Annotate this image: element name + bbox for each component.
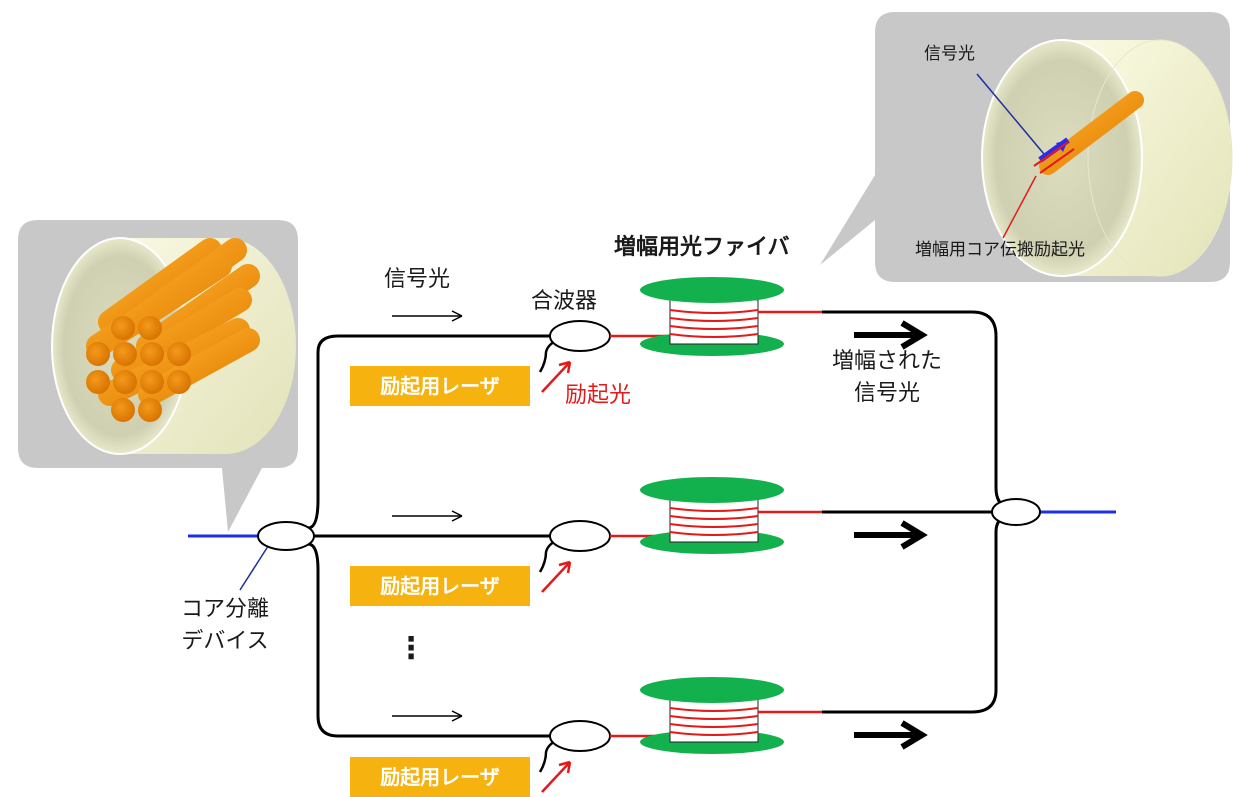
pump-laser-2: 励起用レーザ: [350, 566, 530, 606]
amplifying-fiber-title: 増幅用光ファイバ: [614, 235, 790, 260]
wave-combiner-2: [549, 520, 611, 552]
core-separation-label-line2: デバイス: [181, 629, 269, 654]
core-separation-device: [257, 521, 315, 551]
device-pointer-line: [239, 539, 273, 591]
amplified-signal-label-line1: 増幅された: [831, 349, 942, 374]
pump-laser-n: 励起用レーザ: [350, 757, 530, 797]
branch-2: [392, 477, 928, 593]
signal-light-label: 信号光: [384, 267, 451, 292]
multicore-rods: [86, 238, 260, 422]
branch-n: [392, 677, 928, 793]
wave-combiner-1: [549, 320, 611, 352]
branch-1: [392, 277, 928, 393]
core-inset-callout: [820, 12, 1233, 282]
inset-pump-label: 増幅用コア伝搬励起光: [915, 240, 1085, 260]
pump-laser-1: 励起用レーザ: [350, 366, 530, 406]
multicore-fiber-callout: [18, 220, 298, 532]
amplified-signal-label-line2: 信号光: [853, 381, 920, 406]
wave-combiner-n: [549, 720, 611, 752]
inset-signal-label: 信号光: [924, 44, 975, 64]
combiner-label: 合波器: [531, 289, 598, 314]
pump-light-label: 励起光: [565, 383, 632, 408]
more-branches-ellipsis: ⋮: [396, 631, 426, 666]
output-combiner: [991, 498, 1041, 526]
branch-paths: [307, 310, 1009, 738]
core-separation-label-line1: コア分離: [180, 597, 269, 622]
